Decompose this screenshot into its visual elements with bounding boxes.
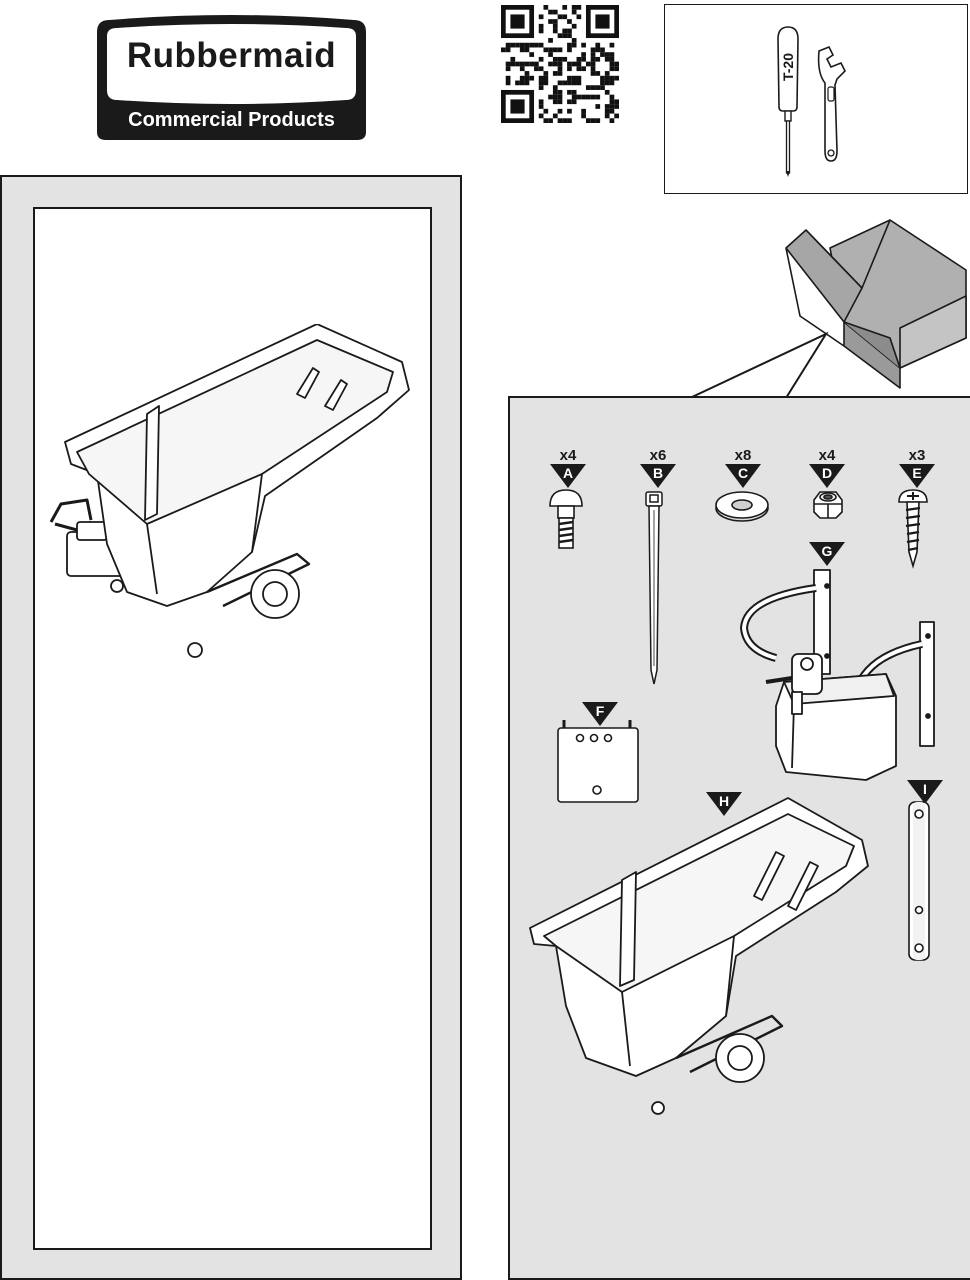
part-quantity: x4 [818,447,836,464]
part-letter: G [821,543,833,559]
lock-nut-icon [810,486,846,522]
division-name: Commercial Products [128,109,335,131]
part-letter: I [923,781,927,797]
part-quantity: x3 [908,447,926,464]
part-marker-g: G [809,542,845,566]
part-letter: H [718,793,730,809]
strap-bar-icon [906,800,932,962]
carriage-bolt-icon [546,486,586,552]
part-letter-badge: E [899,464,935,488]
part-marker-f: F [582,702,618,726]
part-letter-badge: A [550,464,586,488]
assembled-product-frame [33,207,432,1250]
tools-panel: T-20 [664,4,968,194]
registered-mark: ® [346,90,355,102]
wrench-icon [813,43,853,165]
assembled-product-panel [0,175,462,1280]
assembled-tilt-truck-icon [47,324,422,664]
part-letter-badge: C [725,464,761,488]
part-letter-badge: D [809,464,845,488]
part-letter: B [652,465,664,481]
washer-icon [714,490,770,524]
part-letter-badge: I [907,780,943,804]
shipping-box-icon [780,218,970,390]
screwdriver-icon: T-20 [773,23,803,178]
part-letter-badge: H [706,792,742,816]
part-letter-badge: G [809,542,845,566]
part-letter: C [737,465,749,481]
tilt-truck-body-icon [526,796,870,1116]
handle-assembly-icon [736,566,942,790]
part-quantity: x6 [649,447,667,464]
part-letter-badge: F [582,702,618,726]
cable-tie-icon [642,490,666,686]
qr-code-icon [501,5,619,123]
box-contents-callout-tail [690,330,830,400]
part-letter: A [562,465,574,481]
mounting-plate-icon [554,716,640,806]
brand-logo: Rubbermaid ® Commercial Products [89,14,374,144]
part-quantity: x4 [559,447,577,464]
screwdriver-label: T-20 [780,53,796,82]
part-letter-badge: B [640,464,676,488]
part-marker-h: H [706,792,742,816]
brand-name: Rubbermaid [126,36,337,75]
part-quantity: x8 [734,447,752,464]
part-letter: E [912,465,922,481]
part-letter: D [821,465,833,481]
screw-icon [896,486,930,570]
part-marker-i: I [907,780,943,804]
part-letter: F [595,703,605,719]
